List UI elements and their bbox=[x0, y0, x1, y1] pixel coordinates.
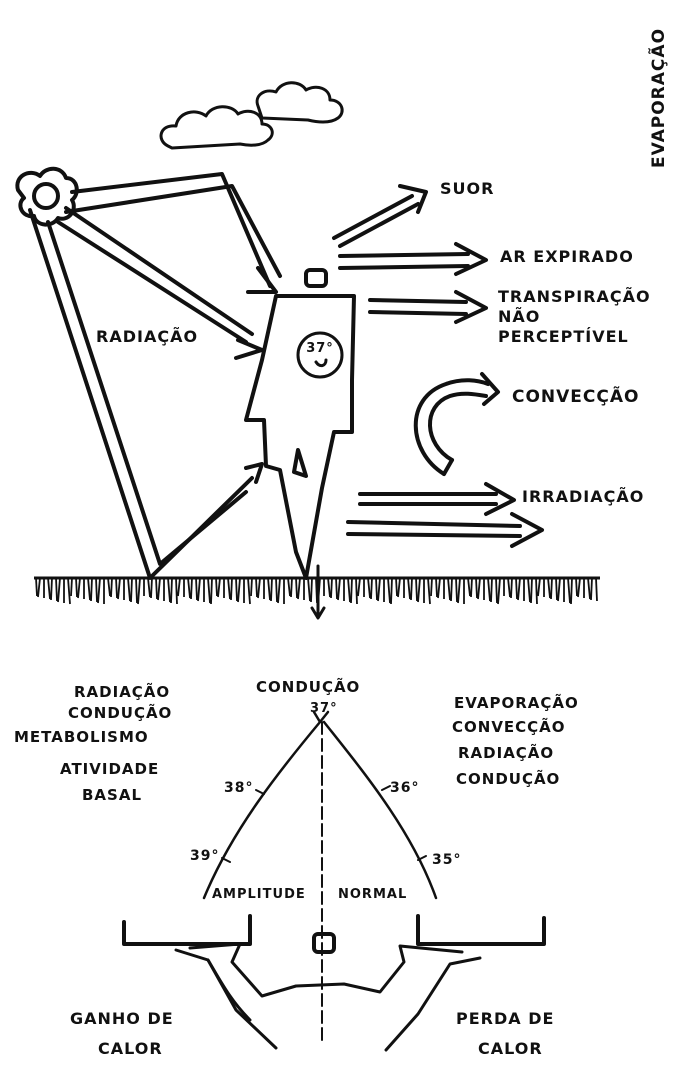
small-head-icon bbox=[312, 932, 336, 954]
transpiracao-label: TRANSPIRAÇÃO bbox=[498, 287, 651, 306]
radiation-ray-frame bbox=[28, 172, 282, 580]
cloud-icon bbox=[159, 81, 344, 150]
temperature-curves bbox=[202, 710, 438, 900]
irradiacao-arrow-icon bbox=[346, 482, 544, 548]
temp-36-label: 36° bbox=[390, 780, 419, 796]
scale-bracket-left bbox=[122, 914, 252, 946]
body-temperature-label: 37° bbox=[306, 341, 334, 356]
left-list-atividade: ATIVIDADE bbox=[60, 760, 159, 778]
temp-35-label: 35° bbox=[432, 852, 461, 868]
ground-hatching bbox=[34, 576, 600, 605]
amplitude-label: AMPLITUDE bbox=[212, 887, 306, 902]
perda-calor-label: CALOR bbox=[478, 1039, 543, 1058]
left-list-conducao: CONDUÇÃO bbox=[68, 703, 172, 722]
right-list-evaporacao: EVAPORAÇÃO bbox=[454, 693, 579, 712]
raised-arms-figure bbox=[174, 942, 482, 1052]
sun-icon bbox=[15, 166, 79, 227]
center-conducao-label: CONDUÇÃO bbox=[256, 677, 360, 696]
temperature-ticks bbox=[221, 785, 427, 863]
transpiracao-arrow-icon bbox=[368, 290, 488, 324]
scale-bracket-right bbox=[416, 914, 546, 946]
temp-38-label: 38° bbox=[224, 780, 253, 796]
temp-39-label: 39° bbox=[190, 848, 219, 864]
temp-37-label: 37° bbox=[310, 701, 338, 716]
conduction-down-arrow bbox=[310, 564, 326, 620]
left-list-radiacao: RADIAÇÃO bbox=[74, 682, 170, 701]
right-list-conveccao: CONVECÇÃO bbox=[452, 717, 566, 736]
evaporacao-vertical-label: EVAPORAÇÃO bbox=[646, 28, 669, 168]
suor-arrow-icon bbox=[332, 184, 428, 248]
left-list-basal: BASAL bbox=[82, 786, 142, 804]
perda-de-label: PERDA DE bbox=[456, 1009, 554, 1028]
right-list-radiacao: RADIAÇÃO bbox=[458, 743, 554, 762]
nao-label: NÃO bbox=[498, 307, 540, 326]
ar-expirado-arrow-icon bbox=[338, 242, 488, 276]
conveccao-label: CONVECÇÃO bbox=[512, 384, 640, 407]
human-figure bbox=[244, 268, 356, 580]
suor-label: SUOR bbox=[440, 179, 494, 198]
normal-label: NORMAL bbox=[338, 887, 407, 902]
conveccao-curved-arrow-icon bbox=[413, 372, 500, 476]
right-list-conducao: CONDUÇÃO bbox=[456, 769, 560, 788]
ganho-de-label: GANHO DE bbox=[70, 1009, 174, 1028]
irradiacao-label: IRRADIAÇÃO bbox=[522, 487, 644, 506]
perceptivel-label: PERCEPTÍVEL bbox=[498, 327, 629, 346]
radiacao-label: RADIAÇÃO bbox=[96, 327, 198, 346]
left-list-metabolismo: METABOLISMO bbox=[14, 728, 149, 746]
ar-expirado-label: AR EXPIRADO bbox=[500, 247, 634, 266]
ganho-calor-label: CALOR bbox=[98, 1039, 163, 1058]
